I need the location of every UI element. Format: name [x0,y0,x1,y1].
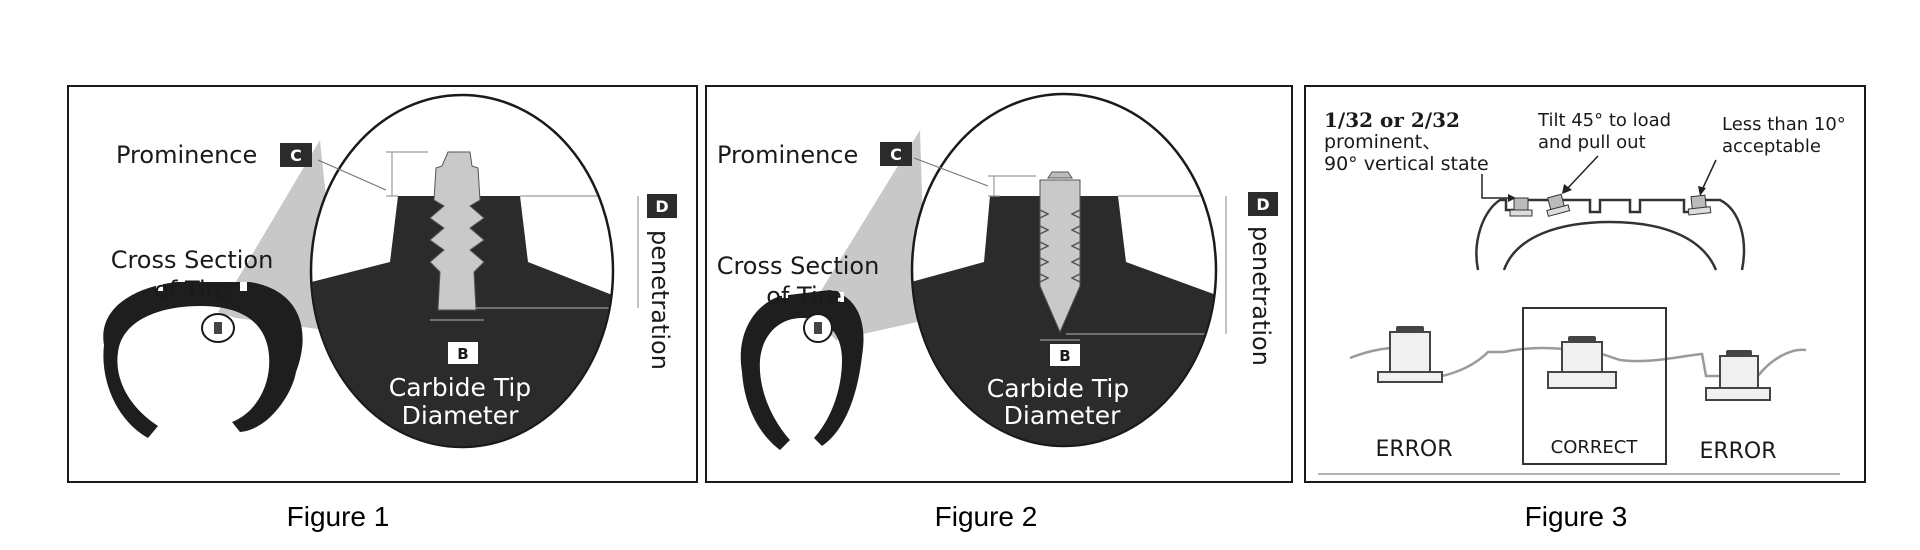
figure-2-stud [1039,179,1081,334]
figure-1-panel: Prominence C Cross Section of Tire D pen… [67,85,698,483]
figure-3-note-3-line-1: Less than 10° [1722,114,1846,135]
figure-3-label-error-left: ERROR [1375,437,1452,462]
figure-3-label-correct: CORRECT [1551,437,1639,458]
figure-2-tire-rubber-section [913,196,1215,445]
figure-3-note-1-line-3: 90° vertical state [1324,153,1489,175]
figure-2-penetration-badge [1248,192,1278,216]
figure-3-label-error-right: ERROR [1699,439,1776,464]
figure-3-tire-stud-slight-tilt [1687,194,1712,216]
figure-2-prominence-leader [913,157,989,187]
figure-2-diameter-badge-letter: B [1059,347,1070,365]
figure-2-prominence-bracket [988,175,1036,197]
figure-1-carbide-label: Carbide Tip [389,373,531,402]
figure-1-cross-section-label-2: of Tire [154,276,229,304]
figure-1-tread-groove [132,282,139,291]
figure-3-correct-highlight-box [1522,307,1667,465]
figure-2-prominence-badge-letter: C [890,145,902,164]
figure-2-carbide-label: Carbide Tip [987,374,1129,403]
figure-2-penetration-badge-letter: D [1256,195,1269,214]
figure-1-small-stud [214,322,222,334]
figure-1-prominence-leader [317,159,387,191]
figure-1-prominence-badge [280,143,312,167]
figure-3-tire-stud-tilted [1546,193,1571,217]
figure-3-stud-correct [1547,336,1617,389]
figure-2-cross-section-label: Cross Section [717,252,880,280]
figure-1-tread-groove [156,282,163,291]
figure-3-note-1-leader [1481,174,1514,199]
figure-3-note-3-line-2: acceptable [1722,136,1821,157]
figure-3-note-1-bold: 1/32 or 2/32 [1324,108,1460,132]
figure-3-note-2-line-2: and pull out [1538,132,1646,153]
figure-2-cross-section-label-2: of Tire [766,282,841,310]
figure-2-penetration-label: penetration [1247,226,1275,366]
figure-2-diameter-badge [1050,344,1080,366]
figure-1-stud [429,151,485,311]
figure-2-stud-threads [1039,209,1081,283]
figure-1-small-tire [103,282,303,438]
figure-3-tire-inner-arc [1502,220,1718,271]
figure-3-panel: 1/32 or 2/32 prominent、 90° vertical sta… [1304,85,1866,483]
figure-2-prominence-label: Prominence [717,141,858,169]
figure-3-frame [1304,85,1866,483]
figure-2-tread-groove [782,288,788,298]
figure-3-note-2-line-1: Tilt 45° to load [1537,110,1671,131]
figure-1-penetration-badge-letter: D [655,197,668,216]
figure-1-prominence-badge-letter: C [290,146,302,165]
figure-2-panel: Prominence C Cross Section of Tire D pen… [705,85,1293,483]
figure-1-tread-groove [240,282,247,291]
figure-3-caption: Figure 3 [1525,501,1628,532]
figure-2-small-stud [814,322,822,334]
figure-2-carbide-label-2: Diameter [1004,401,1121,430]
figure-2-stud-cap [1047,171,1073,179]
figure-2-tread-groove [838,292,844,302]
figure-3-note-1-line-2: prominent、 [1324,131,1441,153]
figure-3-note-2-arrowhead [1562,184,1572,194]
figure-3-note-3-leader [1701,159,1717,191]
figure-1-cross-section-label: Cross Section [111,246,274,274]
figure-2-prominence-badge [880,142,912,166]
figure-3-note-1-arrowhead [1508,194,1516,202]
figure-1-diameter-badge [448,342,478,364]
figure-2-caption: Figure 2 [935,501,1038,532]
figure-3-stud-error-right [1705,350,1771,401]
figure-2-magnify-cone [808,130,926,340]
figure-3-tire-stud-vertical [1509,197,1533,217]
figure-3-stud-error-left [1377,326,1443,383]
figure-1-tire-rubber-section [312,196,612,446]
figure-1-caption: Figure 1 [287,501,390,532]
figure-1-penetration-badge [647,194,677,218]
figure-1-diameter-badge-letter: B [457,345,468,363]
figure-3-note-3-arrowhead [1698,186,1706,196]
figure-1-prominence-label: Prominence [116,141,257,169]
figure-2-tread-groove [764,292,770,302]
figure-1-penetration-label: penetration [646,230,674,370]
figure-1-prominence-bracket [386,151,428,197]
figure-1-carbide-label-2: Diameter [402,401,519,430]
figure-3-tire-outline [1475,198,1746,271]
figure-3-note-2-leader [1565,155,1599,191]
